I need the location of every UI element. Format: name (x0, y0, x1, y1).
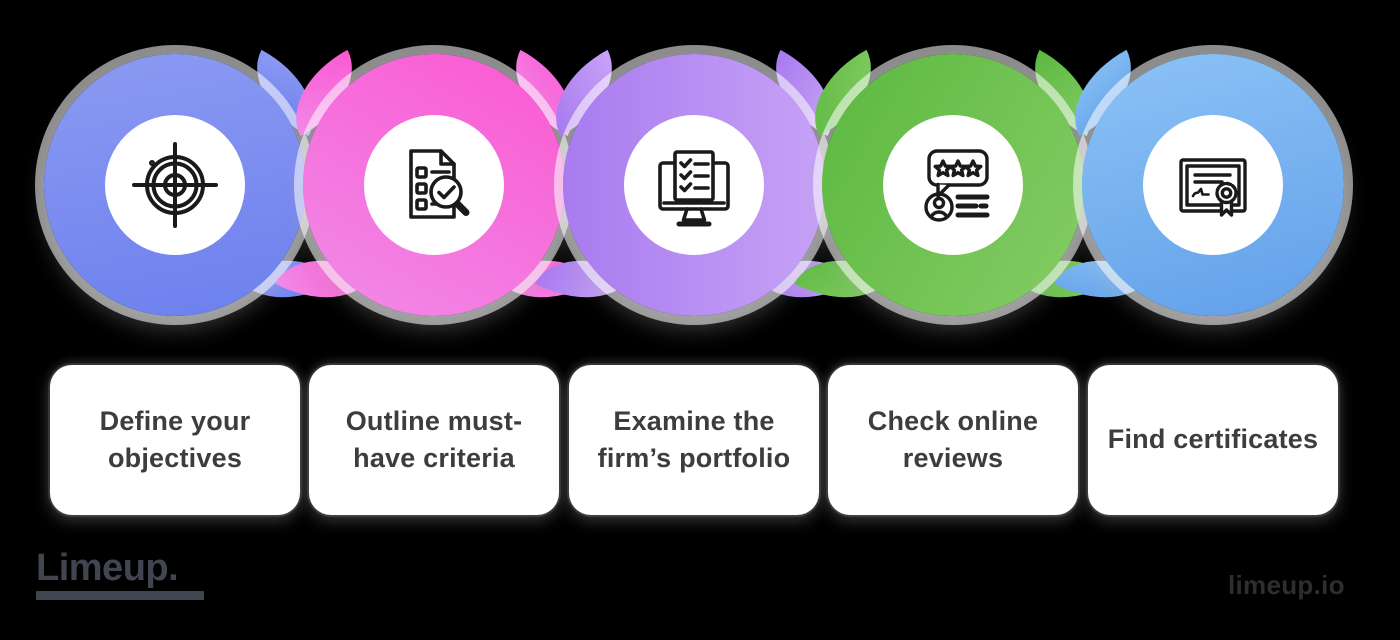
step-ring (303, 54, 565, 316)
step-ring (563, 54, 825, 316)
icon-disc (364, 115, 504, 255)
step-outline-criteria: Outline must-have criteria (275, 49, 593, 524)
step-label-card: Check online reviews (828, 365, 1078, 515)
step-find-certificates: Find certificates (1054, 49, 1344, 524)
step-label: Examine the firm’s portfolio (597, 405, 791, 473)
certificate-icon (1165, 137, 1261, 233)
step-label: Check online reviews (867, 405, 1039, 473)
step-label-card: Examine the firm’s portfolio (569, 365, 819, 515)
step-ring (822, 54, 1084, 316)
logo-underline (36, 591, 204, 600)
icon-disc (624, 115, 764, 255)
checklist-magnifier-icon (386, 137, 482, 233)
step-label-card: Define your objectives (50, 365, 300, 515)
review-rating-icon (905, 137, 1001, 233)
target-icon (127, 137, 223, 233)
step-check-reviews: Check online reviews (794, 49, 1112, 524)
step-define-objectives: Define your objectives (44, 49, 334, 524)
logo-wordmark: Limeup. (36, 547, 179, 589)
step-ring (44, 54, 306, 316)
step-label: Find certificates (1107, 424, 1319, 455)
step-label: Define your objectives (99, 405, 251, 473)
limeup-logo: Limeup. (36, 549, 204, 600)
monitor-checklist-icon (646, 137, 742, 233)
icon-disc (1143, 115, 1283, 255)
icon-disc (883, 115, 1023, 255)
step-ring (1082, 54, 1344, 316)
step-examine-portfolio: Examine the firm’s portfolio (535, 49, 853, 524)
site-watermark: limeup.io (1228, 570, 1345, 600)
icon-disc (105, 115, 245, 255)
step-label: Outline must-have criteria (345, 405, 523, 473)
step-label-card: Find certificates (1088, 365, 1338, 515)
step-label-card: Outline must-have criteria (309, 365, 559, 515)
